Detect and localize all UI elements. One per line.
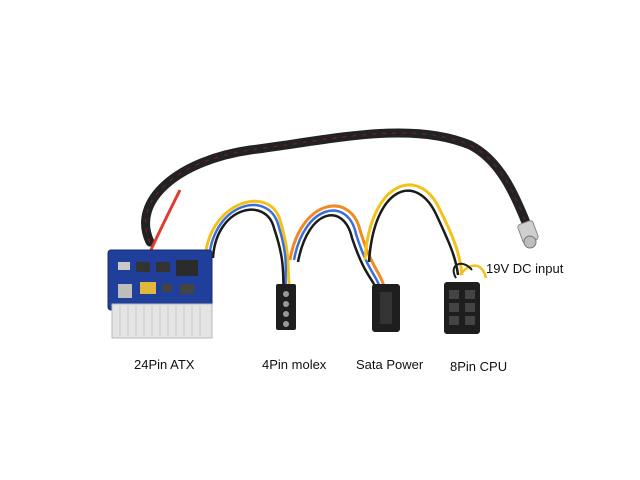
wire-bundle-sata: [288, 204, 387, 291]
label-8pin-cpu: 8Pin CPU: [450, 359, 508, 374]
red-wire: [148, 189, 182, 253]
cpu-connector: [444, 282, 480, 334]
wire-bundle-cpu: [363, 183, 488, 279]
label-4pin-molex: 4Pin molex: [262, 357, 327, 372]
label-sata-power: Sata Power: [356, 357, 424, 372]
molex-connector: [276, 284, 296, 330]
wire-bundle-molex: [203, 199, 292, 291]
label-19v-dc-input: 19V DC input: [486, 261, 564, 276]
label-24pin-atx: 24Pin ATX: [134, 357, 195, 372]
atx-board: [107, 249, 213, 339]
dc-input-plug: [517, 220, 539, 249]
dc-input-cable: [141, 128, 532, 247]
sata-connector: [372, 284, 400, 332]
